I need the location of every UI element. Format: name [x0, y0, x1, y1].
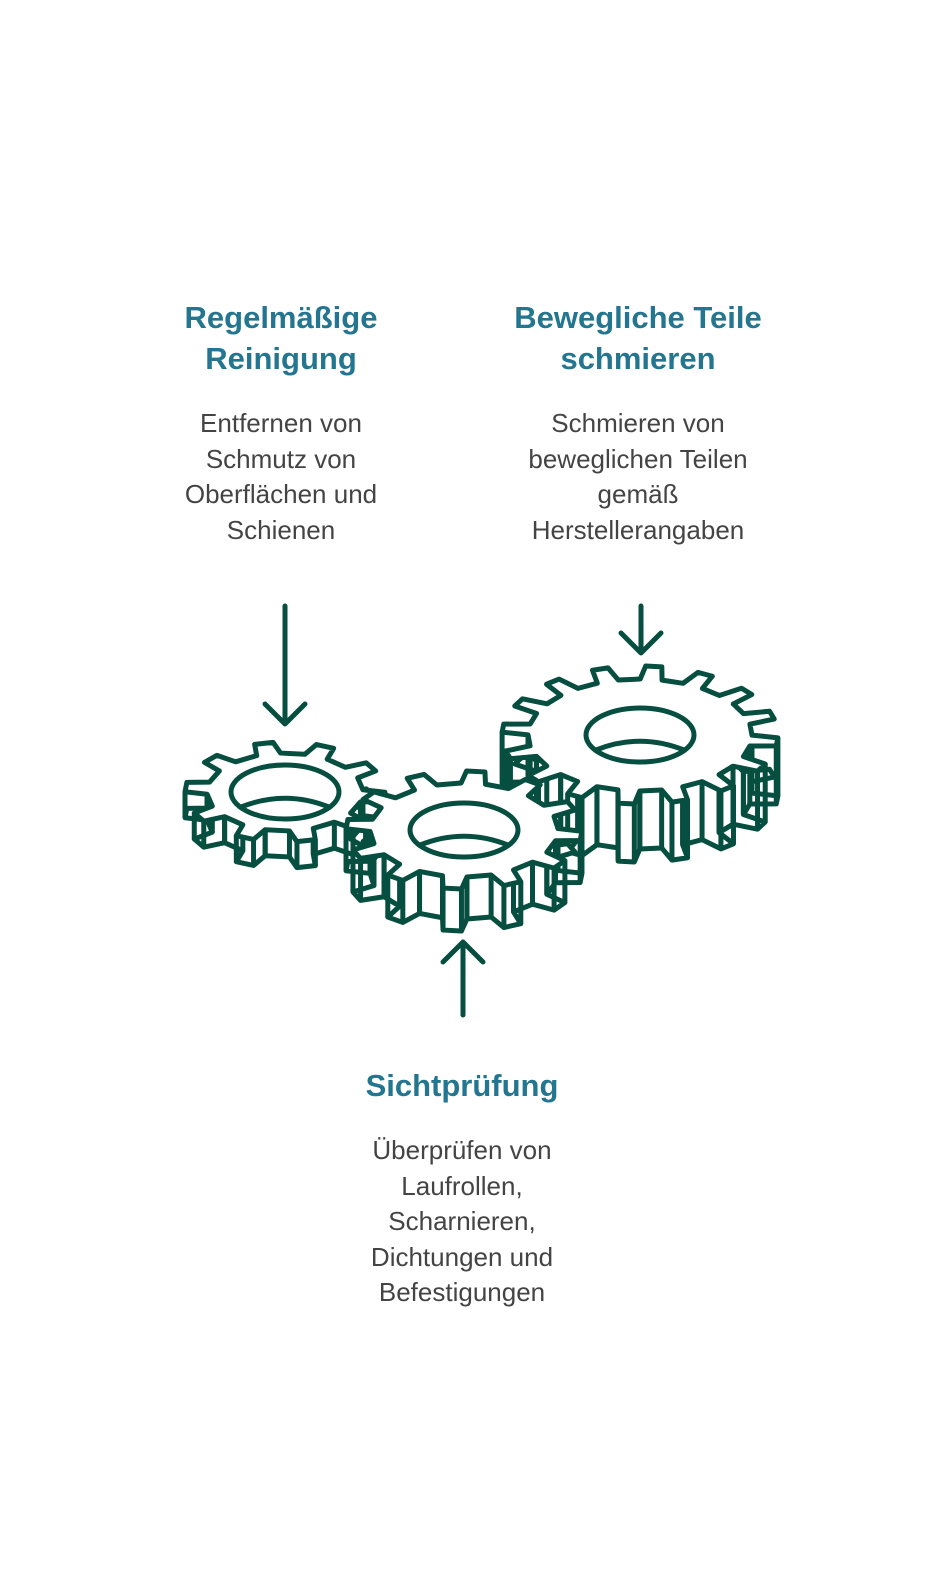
arrow-down-icon	[262, 603, 308, 727]
gear-small-hole-inner	[239, 795, 331, 810]
arrow-up-icon	[440, 939, 486, 1018]
arrow-down-icon	[618, 603, 664, 656]
step-description: Entfernen von Schmutz von Oberflächen un…	[184, 408, 378, 545]
gear-large-hole	[583, 705, 697, 765]
gear-medium-hole	[407, 800, 521, 860]
step-description: Überprüfen von Laufrollen, Scharnieren, …	[370, 1135, 554, 1307]
gears-icon	[182, 663, 781, 934]
gear-large-hole-inner	[594, 738, 686, 753]
step-cleaning: Regelmäßige Reinigung Entfernen von Schm…	[131, 297, 431, 548]
step-title: Bewegliche Teile schmieren	[514, 300, 762, 376]
step-description: Schmieren von beweglichen Teilen gemäß H…	[528, 408, 748, 545]
step-title: Sichtprüfung	[365, 1068, 559, 1103]
step-lubrication: Bewegliche Teile schmieren Schmieren von…	[488, 297, 788, 548]
step-inspection: Sichtprüfung Überprüfen von Laufrollen, …	[312, 1065, 612, 1311]
step-title: Regelmäßige Reinigung	[184, 300, 378, 376]
gear-medium-hole-inner	[418, 833, 510, 848]
gear-small-hole	[228, 762, 342, 822]
